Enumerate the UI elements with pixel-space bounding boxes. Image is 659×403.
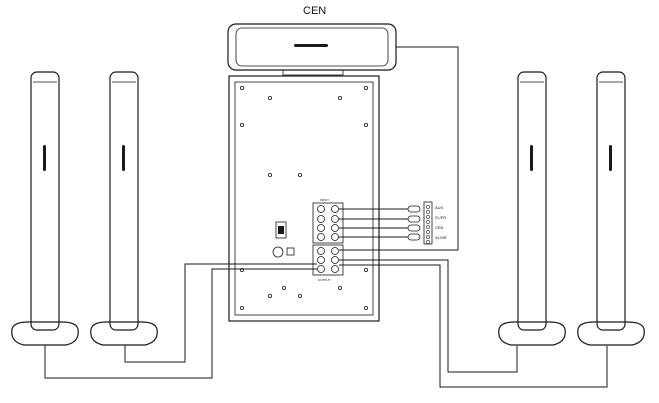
connection-label-cen: CEN [435, 225, 444, 230]
wire-front-left-outer [44, 268, 317, 379]
input-panel: INPUT [312, 198, 344, 244]
power-socket [272, 246, 284, 258]
speaker-column [109, 71, 139, 331]
output-jacks [317, 247, 339, 273]
input-jacks [317, 205, 339, 241]
speaker-column [517, 71, 547, 331]
output-panel: OUTPUT [312, 244, 344, 282]
connector-strip [423, 201, 433, 245]
subwoofer: INPUT OUTPUT [228, 75, 380, 322]
rca-cables [339, 205, 421, 241]
connection-label-flfr: FL/FR [435, 215, 446, 220]
speaker-wires [44, 46, 608, 388]
center-speaker: CEN [227, 5, 397, 76]
speaker-base [11, 321, 79, 346]
connection-label-aux: AUX [435, 205, 444, 210]
speaker-front-left-inner [90, 71, 158, 346]
center-speaker-logo [294, 44, 328, 47]
subwoofer-outer-frame [228, 75, 380, 322]
center-speaker-label: CEN [303, 5, 326, 17]
subwoofer-screws [239, 86, 368, 310]
center-speaker-inner [235, 27, 389, 67]
speaker-base [577, 321, 645, 346]
speaker-logo [530, 145, 533, 171]
fuse-holder [286, 247, 295, 256]
speaker-front-right-inner [498, 71, 566, 346]
wire-front-right-inner [339, 259, 518, 373]
power-switch-rocker [278, 226, 284, 234]
wire-front-right-outer [339, 264, 608, 388]
speaker-logo [122, 145, 125, 171]
speaker-logo [609, 145, 612, 171]
speaker-logo [43, 145, 46, 171]
speaker-base [90, 321, 158, 346]
connection-label-slsr: SL/SR [435, 235, 447, 240]
center-speaker-stand [282, 69, 344, 76]
input-panel-frame [312, 202, 344, 244]
wire-center [339, 46, 459, 251]
speaker-base [498, 321, 566, 346]
speaker-front-left-outer [11, 71, 79, 346]
speaker-column [596, 71, 626, 331]
speaker-column [30, 71, 60, 331]
source-connector-block: AUX FL/FR CEN SL/SR [423, 201, 447, 245]
speaker-front-right-outer [577, 71, 645, 346]
subwoofer-inner-frame [234, 81, 374, 316]
wire-front-left-inner [124, 263, 317, 363]
power-switch [275, 221, 287, 239]
input-panel-label: INPUT [320, 198, 329, 202]
output-panel-label: OUTPUT [318, 278, 331, 282]
